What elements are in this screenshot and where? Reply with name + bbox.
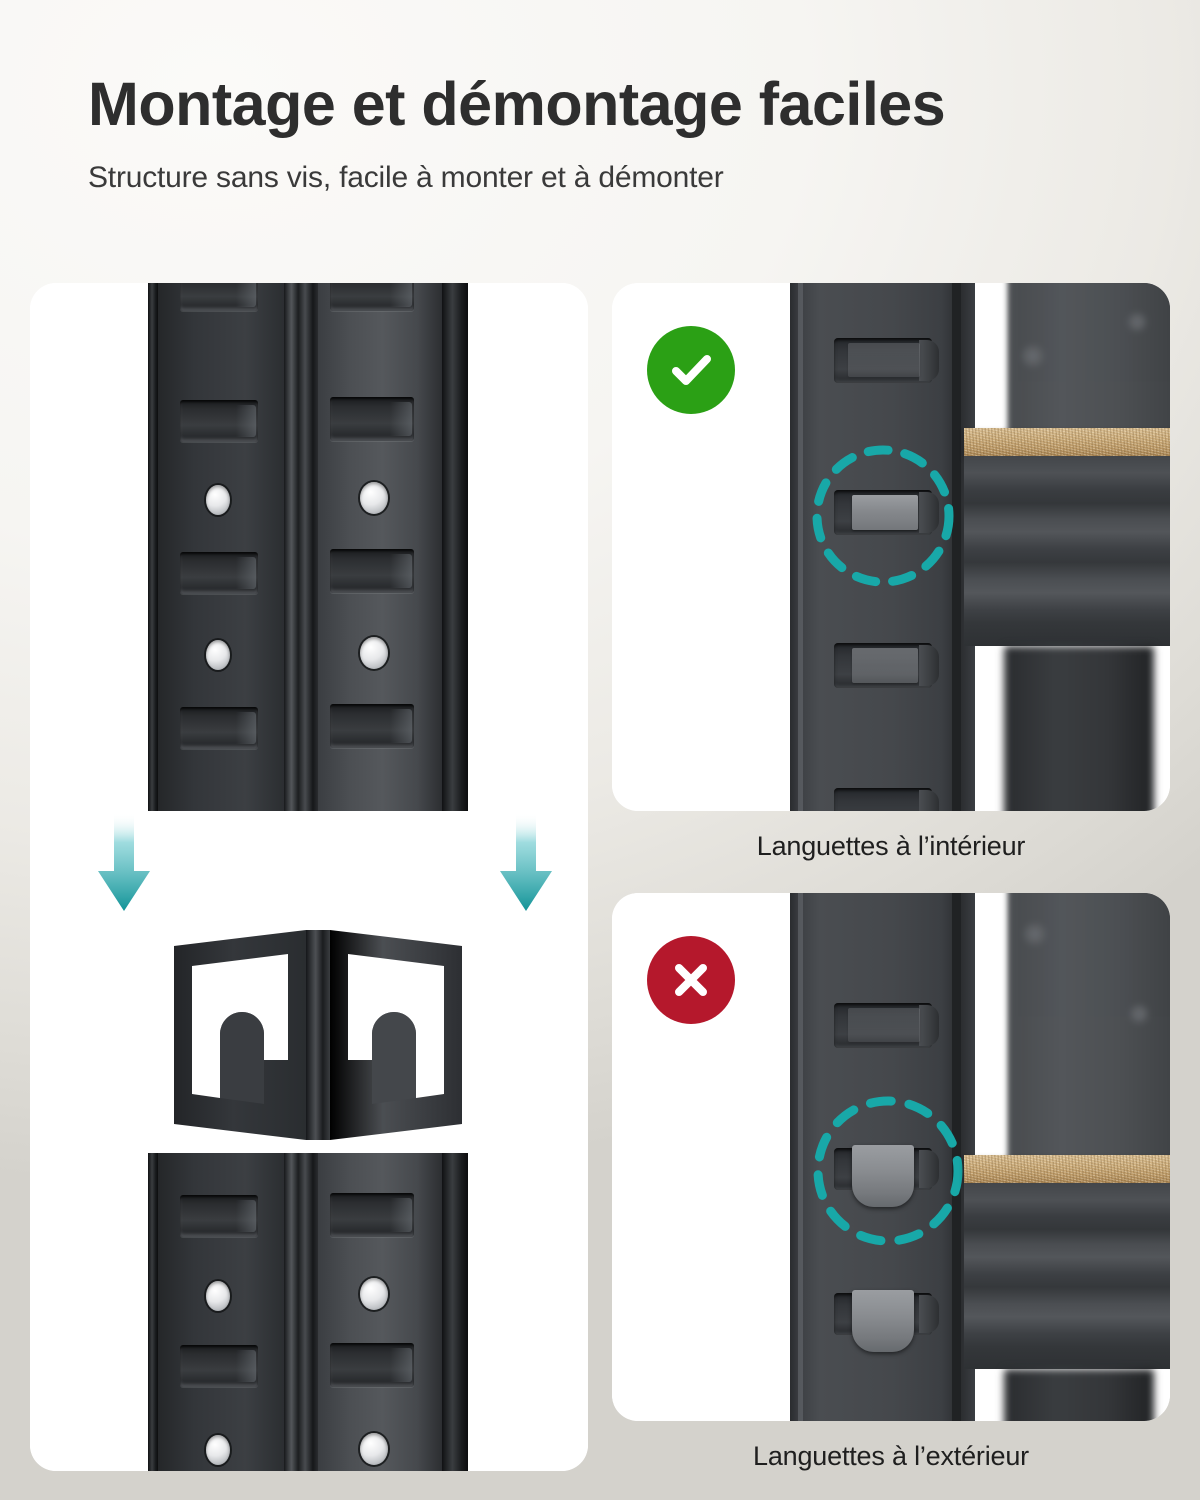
check-glyph: [672, 355, 711, 385]
post-slot: [330, 1343, 414, 1387]
front-post-highlight: [798, 283, 803, 811]
shelf-board: [964, 428, 1170, 456]
post-slot: [330, 549, 414, 593]
post-corner-top: [148, 283, 468, 811]
cross-icon: [647, 936, 735, 1024]
post-slot: [330, 1193, 414, 1237]
shelf-board: [964, 1155, 1170, 1183]
highlight-circle: [812, 445, 954, 587]
check-icon: [647, 326, 735, 414]
connector-svg: [174, 930, 462, 1140]
header: Montage et démontage faciles Structure s…: [88, 72, 1118, 195]
tab-outside[interactable]: [852, 1290, 914, 1352]
tab-inside: [852, 648, 918, 683]
arrow-down-right: [500, 813, 552, 911]
post-corner-bottom: [148, 1153, 468, 1471]
post-slot: [180, 707, 258, 749]
tab-outside-highlighted[interactable]: [852, 1145, 914, 1207]
caption-tabs-outside: Languettes à l’extérieur: [753, 1441, 1029, 1471]
panel-assembly-steps: [30, 283, 588, 1471]
tab-inside: [848, 343, 920, 377]
post-corner-rib: [284, 1153, 318, 1471]
post-edge-left: [148, 1153, 158, 1471]
post-hole: [360, 1433, 388, 1465]
caption-tabs-inside: Languettes à l’intérieur: [756, 831, 1026, 861]
tab-slot: [834, 788, 939, 811]
post-slot: [330, 397, 414, 441]
tab-slot: [834, 1003, 939, 1048]
front-post-highlight: [798, 893, 803, 1421]
post-edge-left: [148, 283, 158, 811]
post-edge-right: [442, 1153, 468, 1471]
post-slot: [330, 704, 414, 748]
panel-tabs-inside: [612, 283, 1170, 811]
post-slot: [330, 283, 414, 311]
assembly-scene: [30, 283, 588, 1471]
shelf-beam: [964, 1183, 1170, 1369]
post-hole: [206, 1281, 230, 1311]
post-hole: [206, 640, 230, 670]
lower-post-blur: [1004, 1369, 1154, 1421]
background-post-blur: [1008, 893, 1170, 1165]
post-slot: [180, 1345, 258, 1387]
post-slot: [180, 552, 258, 594]
page-subtitle: Structure sans vis, facile à monter et à…: [88, 160, 724, 194]
post-hole: [360, 482, 388, 514]
post-hole: [206, 1435, 230, 1465]
post-corner-rib: [284, 283, 318, 811]
front-post-shadow-right: [952, 283, 961, 811]
post-slot: [180, 283, 258, 311]
post-hole: [360, 637, 388, 669]
cross-glyph: [675, 964, 707, 996]
post-edge-right: [442, 283, 468, 811]
post-slot: [180, 400, 258, 442]
tabs-outside-scene: [612, 893, 1170, 1421]
tab-inside: [848, 1008, 920, 1042]
panel-tabs-outside: [612, 893, 1170, 1421]
post-hole: [360, 1278, 388, 1310]
tabs-inside-scene: [612, 283, 1170, 811]
page-title: Montage et démontage faciles: [88, 70, 946, 138]
post-connector: [168, 928, 468, 1178]
post-slot: [180, 1195, 258, 1237]
lower-post-blur: [1004, 646, 1154, 811]
arrow-down-left: [98, 813, 150, 911]
highlight-circle: [813, 1096, 963, 1246]
tab-inside-highlighted: [852, 495, 918, 530]
background-post-blur: [1008, 283, 1170, 445]
shelf-beam: [964, 456, 1170, 646]
post-hole: [206, 485, 230, 515]
tab-slot: [834, 338, 939, 383]
